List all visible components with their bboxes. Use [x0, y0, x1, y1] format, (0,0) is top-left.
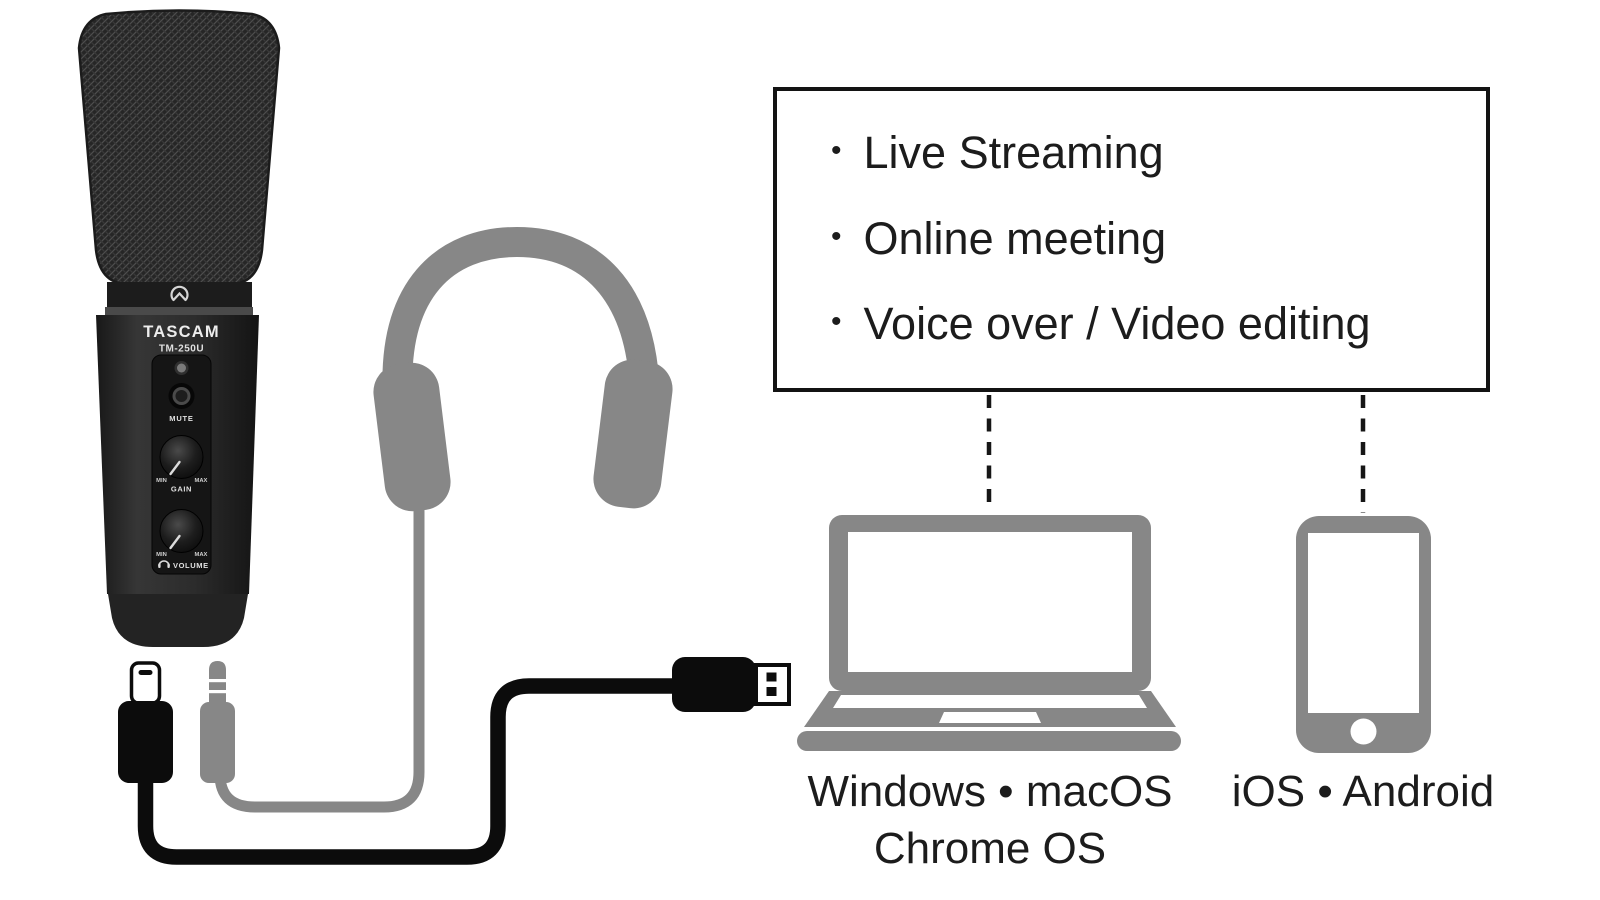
- laptop-os-label: Windows • macOS Chrome OS: [765, 763, 1215, 877]
- mic-grille: [77, 9, 281, 286]
- laptop: [797, 515, 1181, 751]
- use-case-box: • Live Streaming • Online meeting • Voic…: [773, 87, 1490, 392]
- volume-label: VOLUME: [173, 561, 209, 570]
- usb-cable: [118, 657, 791, 865]
- phone-home-button: [1350, 718, 1377, 745]
- headphone-band: [382, 226, 660, 401]
- laptop-screen: [848, 532, 1132, 672]
- gain-min-label: MIN: [156, 478, 167, 484]
- use-case-item: • Online meeting: [831, 209, 1166, 269]
- phone-os-line1: iOS • Android: [1231, 767, 1495, 816]
- usb-c-plug-icon: [118, 661, 173, 783]
- mic-model: TM-250U: [159, 344, 204, 355]
- laptop-bottom-bar: [797, 731, 1181, 751]
- laptop-os-line2: Chrome OS: [873, 824, 1107, 873]
- use-case-item: • Voice over / Video editing: [831, 294, 1371, 354]
- mic-tail: [108, 594, 248, 647]
- laptop-keyboard: [833, 695, 1147, 708]
- use-case-item: • Live Streaming: [831, 123, 1164, 183]
- volume-min-label: MIN: [156, 552, 167, 558]
- usb-a-plug-icon: [672, 657, 791, 712]
- use-case-label: Live Streaming: [863, 127, 1164, 178]
- mute-button: [168, 383, 195, 409]
- use-case-label: Online meeting: [863, 213, 1167, 264]
- headphone-icon: [158, 560, 170, 568]
- phone-os-label: iOS • Android: [1188, 763, 1538, 820]
- use-case-label: Voice over / Video editing: [863, 298, 1371, 349]
- microphone: TASCAM TM-250U MUTE MIN MAX GAIN M: [77, 9, 281, 647]
- gain-label: GAIN: [171, 485, 192, 494]
- headphone-cable: [214, 500, 425, 813]
- headphone-right-earcup: [593, 359, 673, 509]
- mic-ring-highlight: [105, 307, 253, 315]
- laptop-os-line1: Windows • macOS: [807, 767, 1173, 816]
- headphone-jack-icon: [200, 661, 235, 783]
- mic-brand: TASCAM: [143, 323, 220, 341]
- usb-cable-wire: [137, 678, 673, 865]
- mute-label: MUTE: [169, 414, 193, 423]
- phone-screen: [1308, 533, 1419, 713]
- connector-lines: [986, 395, 1366, 513]
- cardioid-pattern-icon: [170, 285, 189, 302]
- headphone-left-earcup: [373, 362, 451, 512]
- volume-max-label: MAX: [195, 552, 208, 558]
- headphones: [200, 226, 673, 813]
- gain-max-label: MAX: [195, 478, 208, 484]
- gain-knob: [159, 435, 204, 479]
- laptop-trackpad: [939, 712, 1041, 723]
- bullet-icon: •: [831, 220, 842, 253]
- bullet-icon: •: [831, 305, 842, 338]
- mute-led-core: [177, 363, 186, 373]
- smartphone: [1296, 516, 1431, 753]
- bullet-icon: •: [831, 134, 842, 167]
- volume-knob: [159, 509, 204, 553]
